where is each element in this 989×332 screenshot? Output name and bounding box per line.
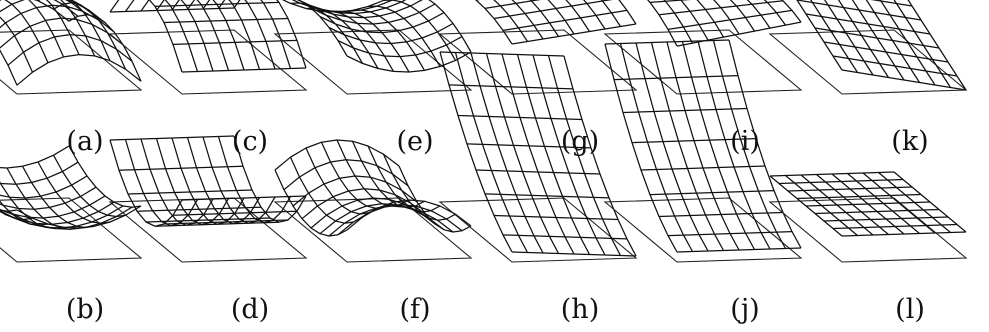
mesh-line-v — [806, 202, 930, 206]
panel-label: (f) — [399, 294, 430, 325]
panel-j: (j) — [605, 40, 801, 325]
mesh-line-v — [17, 55, 141, 86]
mesh-line-v — [0, 0, 105, 27]
mesh-line-u — [188, 0, 260, 70]
mesh-line-u — [605, 0, 677, 46]
mesh-line-u — [652, 43, 724, 251]
mesh-line-u — [863, 173, 935, 233]
panel-e: (e) — [275, 0, 471, 157]
surface-mesh — [770, 0, 966, 90]
mesh-line-v — [770, 172, 894, 176]
mesh-line-v — [797, 0, 921, 20]
panel-label: (h) — [561, 294, 599, 325]
base-plane — [110, 30, 306, 94]
panel-label: (e) — [396, 126, 433, 157]
mesh-line-u — [636, 43, 708, 251]
mesh-line-u — [621, 0, 693, 43]
panel-a: (a) — [0, 0, 141, 157]
mesh-line-u — [848, 174, 920, 234]
mesh-line-u — [605, 44, 677, 252]
mesh-line-u — [0, 167, 64, 228]
panel-label: (g) — [561, 126, 599, 157]
mesh-line-u — [636, 0, 708, 40]
mesh-line-u — [621, 44, 693, 252]
surface-mesh — [0, 146, 141, 229]
mesh-line-u — [667, 42, 739, 250]
panel-label: (d) — [231, 294, 269, 325]
mesh-line-v — [329, 206, 453, 236]
panel-label: (l) — [895, 294, 925, 325]
mesh-line-u — [879, 173, 951, 233]
mesh-line-v — [797, 195, 921, 199]
mesh-line-v — [137, 207, 261, 211]
panel-k: (k) — [770, 0, 966, 157]
surface-mesh — [440, 0, 636, 44]
panel-f: (f) — [275, 140, 471, 325]
mesh-line-u — [399, 166, 471, 232]
mesh-line-v — [0, 162, 78, 184]
mesh-line-v — [284, 160, 408, 190]
panel-label: (b) — [66, 294, 104, 325]
mesh-line-u — [172, 0, 244, 70]
mesh-line-u — [471, 53, 543, 253]
mesh-line-v — [8, 207, 132, 229]
mesh-line-u — [322, 11, 394, 71]
mesh-line-u — [0, 19, 17, 86]
mesh-line-u — [54, 155, 126, 216]
panel-g: (g) — [440, 0, 636, 157]
mesh-line-v — [275, 0, 399, 12]
surface-mesh — [110, 136, 306, 226]
mesh-line-u — [786, 0, 858, 73]
mesh-line-u — [234, 0, 306, 68]
panel-label: (k) — [891, 126, 928, 157]
mesh-line-u — [894, 172, 966, 232]
mesh-line-v — [779, 180, 903, 184]
mesh-line-v — [788, 0, 912, 6]
mesh-line-u — [456, 0, 528, 42]
surface-mesh — [605, 0, 801, 46]
mesh-line-v — [788, 187, 912, 191]
panel-label: (c) — [232, 126, 268, 157]
panel-label: (j) — [730, 294, 759, 325]
panel-d: (d) — [110, 136, 306, 325]
mesh-line-v — [650, 0, 774, 2]
surface-mesh — [275, 140, 471, 236]
mesh-line-u — [38, 162, 110, 223]
mesh-line-u — [399, 0, 471, 52]
surface-mesh — [605, 40, 801, 252]
